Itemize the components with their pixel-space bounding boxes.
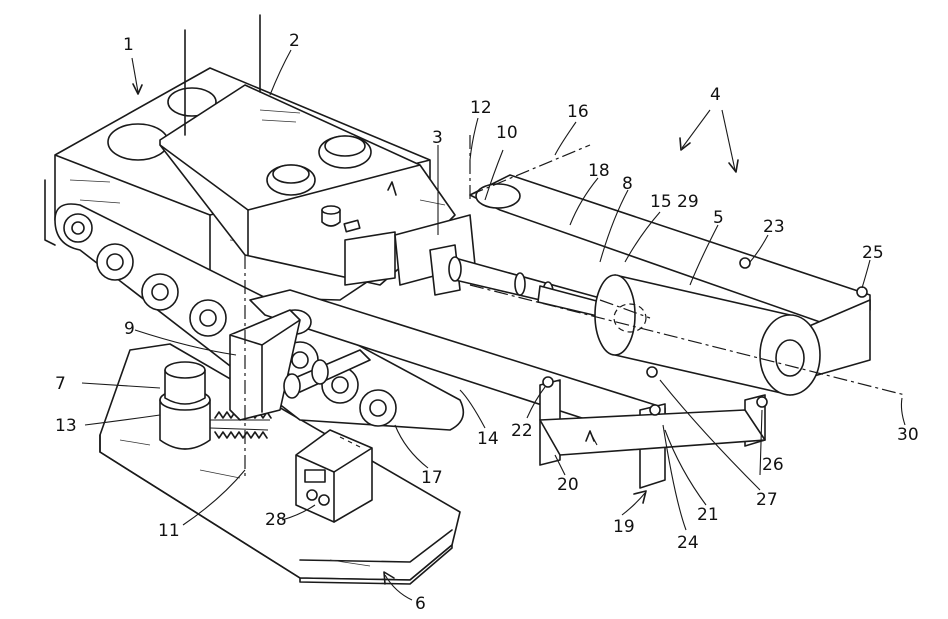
- ref-label-19: 19: [613, 517, 635, 537]
- gun-barrel: [394, 214, 609, 319]
- ref-label-4: 4: [710, 85, 721, 105]
- ref-label-22: 22: [511, 421, 533, 441]
- ref-label-28: 28: [265, 510, 287, 530]
- ref-label-7: 7: [55, 374, 66, 394]
- ref-label-6: 6: [415, 594, 426, 614]
- road-wheels: [63, 213, 397, 427]
- target-cylinder: [594, 274, 821, 396]
- numeral-leaders: [81, 49, 906, 531]
- reference-labels: 1 2 3 4 5 6 7 8 9 10 11 12 13 14 15 16 1…: [55, 31, 919, 614]
- ref-label-23: 23: [763, 217, 785, 237]
- ref-label-18: 18: [588, 161, 610, 181]
- ref-label-12: 12: [470, 98, 492, 118]
- ref-label-9: 9: [124, 319, 135, 339]
- bracket: [229, 309, 301, 421]
- ref-label-13: 13: [55, 416, 77, 436]
- ref-label-26: 26: [762, 455, 784, 475]
- ref-label-14: 14: [477, 429, 499, 449]
- ref-label-11: 11: [158, 521, 180, 541]
- test-frame: [249, 174, 871, 489]
- ref-label-15: 15: [650, 192, 672, 212]
- tank-turret: [159, 84, 456, 286]
- ref-label-25: 25: [862, 243, 884, 263]
- tank-track: [54, 203, 465, 431]
- ref-label-3: 3: [432, 128, 443, 148]
- ref-label-29: 29: [677, 192, 699, 212]
- linkage: [283, 349, 371, 399]
- axis-lines: [184, 14, 906, 480]
- control-box: [295, 429, 373, 523]
- ref-label-10: 10: [496, 123, 518, 143]
- ref-label-24: 24: [677, 533, 699, 553]
- ref-label-17: 17: [421, 468, 443, 488]
- ref-label-20: 20: [557, 475, 579, 495]
- leader-arrows: [131, 57, 739, 601]
- drive-motor: [159, 361, 272, 450]
- ref-label-21: 21: [697, 505, 719, 525]
- ref-label-5: 5: [713, 208, 724, 228]
- ref-label-30: 30: [897, 425, 919, 445]
- ref-label-16: 16: [567, 102, 589, 122]
- ref-label-2: 2: [289, 31, 300, 51]
- ref-label-8: 8: [622, 174, 633, 194]
- ref-label-27: 27: [756, 490, 778, 510]
- ref-label-1: 1: [123, 35, 134, 55]
